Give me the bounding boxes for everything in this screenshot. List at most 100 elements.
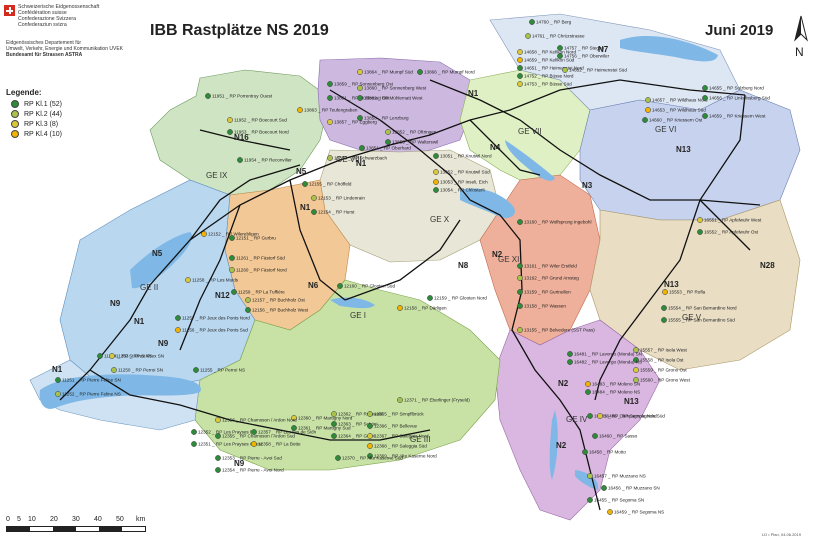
lake-lugano <box>575 470 599 490</box>
rest-area-marker <box>517 73 523 79</box>
rest-area-marker <box>433 187 439 193</box>
motorway-n5 <box>189 164 301 241</box>
rest-area-marker <box>517 327 523 333</box>
rest-area-marker <box>191 441 197 447</box>
rest-area-label: 14752 _ RP Büsse Nord <box>524 74 574 79</box>
org-line: Confederazione Svizzera <box>18 16 76 22</box>
map-title: IBB Rastplätze NS 2019 <box>150 22 329 39</box>
motorway-n8 <box>344 219 461 301</box>
legend-label: RP Kl.4 (10) <box>24 130 62 138</box>
legend-label: RP Kl.3 (8) <box>24 120 59 128</box>
rest-area-marker <box>331 421 337 427</box>
rest-area-marker <box>661 305 667 311</box>
rest-area-marker <box>597 413 603 419</box>
rest-area-marker <box>229 255 235 261</box>
rest-area-marker <box>291 415 297 421</box>
rest-area-label: 12151 _ RP Gurbru <box>236 236 276 241</box>
rest-area-marker <box>331 411 337 417</box>
scale-tick: 40 <box>94 516 102 523</box>
legend-label: RP Kl.1 (52) <box>24 100 62 108</box>
rest-area-label: 12159 _ RP Glooten Nord <box>434 296 487 301</box>
rest-area-marker <box>427 295 433 301</box>
rest-area-marker <box>111 367 117 373</box>
route-label-n16: N16 <box>234 133 249 142</box>
rest-area-label: 13857 _ RP Eggberg <box>334 120 377 125</box>
rest-area-marker <box>702 113 708 119</box>
rest-area-label: 14753 _ RP Büsse Süd <box>524 82 572 87</box>
rest-area-marker <box>517 219 523 225</box>
route-label-n2-n: N2 <box>492 250 503 259</box>
rest-area-label: 15559 _ RP Grono Ost <box>640 368 687 373</box>
rest-area-label: 11953 _ RP Boecourt Nord <box>234 130 289 135</box>
rest-area-marker <box>517 49 523 55</box>
rest-area-marker <box>367 443 373 449</box>
rest-area-marker <box>55 391 61 397</box>
rest-area-label: 12355 _ RP Chamoson / Ardon Sud <box>222 434 295 439</box>
rest-area-marker <box>517 81 523 87</box>
rest-area-label: 12357 _ RP Les Iles de Sion <box>258 430 317 435</box>
federal-org-name: Schweizerische Eidgenossenschaft Confédé… <box>18 4 99 28</box>
swiss-flag-icon <box>4 5 15 16</box>
legend-label: RP Kl.2 (44) <box>24 110 62 118</box>
rest-area-label: 11952 _ RP Boecourt Sud <box>234 118 287 123</box>
rest-area-marker <box>567 351 573 357</box>
org-line: Confédération suisse <box>18 10 67 16</box>
route-label-n6: N6 <box>308 281 319 290</box>
rest-area-label: 11254 _ RP St-Prex NS <box>104 354 152 359</box>
rest-area-label: 15553 _ RP Rofla <box>669 290 706 295</box>
motorway-n6 <box>289 179 346 301</box>
zone-ge-iii <box>194 279 501 471</box>
department-line: Umwelt, Verkehr, Energie und Kommunikati… <box>6 46 123 52</box>
rest-area-label: 12366 _ RP Bellevue <box>374 424 418 429</box>
rest-area-label: 12354 _ RP Pierre - Avoi Nord <box>222 468 284 473</box>
rest-area-label: 12364 _ RP Gurbl <box>338 434 375 439</box>
rest-area-marker <box>529 19 535 25</box>
rest-area-label: 11258 _ RP Les Muids <box>192 278 239 283</box>
rest-area-label: 14653 _ RP Wildhaus Süd <box>652 108 706 113</box>
rest-area-marker <box>367 423 373 429</box>
rest-area-marker <box>335 455 341 461</box>
rest-area-label: 16483 _ RP Moleno SN <box>592 382 640 387</box>
rest-area-label: 16552 _ RP Apfelwuhr Ost <box>704 230 759 235</box>
lakes <box>39 35 718 490</box>
rest-area-label: 11256 _ RP Jeux des Ponts Sud <box>182 328 248 333</box>
rest-area-marker <box>525 33 531 39</box>
zone-label-ge-iii: GE III <box>410 435 430 444</box>
org-line: Confederaziun svizra <box>18 22 67 28</box>
rest-area-label: 12356 _ RP Chamoson / Ardon Nord <box>222 418 297 423</box>
zone-label-ge-xi: GE XI <box>498 255 519 264</box>
rest-area-marker <box>517 303 523 309</box>
zone-ge-viii <box>317 57 473 156</box>
lake-thun <box>330 297 375 309</box>
route-label-n5-w: N5 <box>152 249 163 258</box>
zone-label-ge-v: GE V <box>682 313 702 322</box>
rest-area-marker <box>367 453 373 459</box>
org-line: Schweizerische Eidgenossenschaft <box>18 4 100 10</box>
rest-area-label: 16459 _ RP Segoma NS <box>614 510 664 515</box>
rest-area-marker <box>433 179 439 185</box>
rest-area-label: 13161 _ RP Wiler Erstfeld <box>524 264 577 269</box>
rest-area-marker <box>607 509 613 515</box>
rest-area-marker <box>587 497 593 503</box>
rest-area-label: 12358 _ RP La Botte <box>258 442 301 447</box>
rest-area-marker <box>97 353 103 359</box>
rest-area-label: 11252 _ RP Pierre Feline NS <box>62 392 121 397</box>
rest-area-marker <box>367 433 373 439</box>
route-label-n1-c: N1 <box>356 159 367 168</box>
rest-area-label: 12352 _ RP Les Prayses Est <box>198 430 257 435</box>
route-label-n8: N8 <box>458 261 469 270</box>
rest-area-label: 13054 _ RP Chlosterli <box>440 188 485 193</box>
rest-area-label: 12361 _ RP Martigny Sud <box>298 426 351 431</box>
route-label-n9-s: N9 <box>234 459 245 468</box>
rest-area-marker <box>109 353 115 359</box>
rest-area-marker <box>245 307 251 313</box>
motorway-n16 <box>199 129 291 151</box>
rest-area-marker <box>582 449 588 455</box>
lake-lucerne <box>460 188 515 219</box>
rest-area-marker <box>229 267 235 273</box>
rest-area-marker <box>697 217 703 223</box>
rest-area-marker <box>601 485 607 491</box>
rest-area-marker <box>642 117 648 123</box>
lake-zurich <box>505 140 555 181</box>
rest-area-marker <box>633 347 639 353</box>
